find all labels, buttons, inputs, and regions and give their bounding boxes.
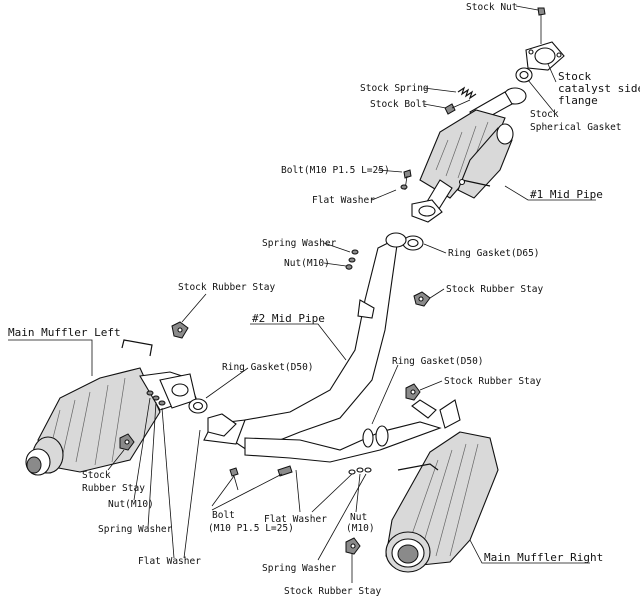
ring-gasket-d65-part [402,235,424,251]
bolt-m10-top-part [400,169,412,191]
label-stock-rubber-stay-right: Stock Rubber Stay [444,376,542,387]
label-ring-gasket-d50-right: Ring Gasket(D50) [392,356,484,367]
label-stock-rubber-stay-mid: Stock Rubber Stay [446,284,544,295]
stock-rubber-stay-mid-part [413,291,431,307]
label-mid-pipe-1: #1 Mid Pipe [530,188,603,201]
label-stock-bolt: Stock Bolt [370,99,427,110]
ring-gasket-d65-upper [411,199,443,223]
label-flat-washer-top: Flat Washer [312,195,375,206]
stock-rubber-stay-right-part [405,383,421,401]
stock-catalyst-flange [525,41,565,71]
stock-bolt-part [444,99,471,115]
label-flat-washer-left: Flat Washer [138,556,201,567]
label-spring-washer-bottom: Spring Washer [262,563,337,574]
nut-washers-left [146,390,166,406]
label-stock-rubber-stay-left-line1: Stock [82,470,111,481]
label-bolt-m10-bottom-line1: Bolt [212,510,235,521]
main-muffler-left-part [25,339,237,476]
label-nut-m10-bottom-line1: Nut [350,512,367,523]
label-ring-gasket-d65: Ring Gasket(D65) [448,248,540,259]
label-bolt-m10-top: Bolt(M10 P1.5 L=25) [281,165,390,176]
label-spring-washer-top: Spring Washer [262,238,337,249]
label-stock-nut: Stock Nut [466,2,517,13]
label-stock-catalyst-flange-line3: flange [558,94,598,107]
nut-washers-bottom [348,467,372,475]
label-nut-m10-bottom-line2: (M10) [346,523,375,534]
stock-nut-part [537,7,546,44]
label-nut-m10-left: Nut(M10) [108,499,154,510]
label-mid-pipe-2: #2 Mid Pipe [252,312,325,325]
label-nut-m10-top: Nut(M10) [284,258,330,269]
mid-pipe-2-part [203,232,442,463]
stock-rubber-stay-bottom-part [345,537,361,555]
label-stock-spherical-gasket-line2: Spherical Gasket [530,122,622,133]
stock-rubber-stay-left-part [119,433,135,451]
leader-lines [8,5,596,583]
label-stock-spring: Stock Spring [360,83,429,94]
label-stock-rubber-stay-top: Stock Rubber Stay [178,282,276,293]
spring-washer-nut-top [345,249,359,270]
label-stock-spherical-gasket-line1: Stock [530,109,559,120]
stock-spherical-gasket-part [515,67,533,83]
label-ring-gasket-d50-left: Ring Gasket(D50) [222,362,314,373]
label-stock-rubber-stay-left-line2: Rubber Stay [82,483,145,494]
labels: Stock Nut Stock catalyst side flange Sto… [8,2,640,597]
label-stock-catalyst-flange-line2: catalyst side [558,82,640,95]
label-main-muffler-right: Main Muffler Right [484,551,603,564]
label-spring-washer-left: Spring Washer [98,524,173,535]
bolt-m10-bottom-part [229,465,293,491]
main-muffler-right-part [385,399,499,573]
label-bolt-m10-bottom-line2: (M10 P1.5 L=25) [208,523,294,534]
label-stock-rubber-stay-bottom: Stock Rubber Stay [284,586,382,597]
stock-spring-part [457,86,477,100]
label-main-muffler-left: Main Muffler Left [8,326,121,339]
label-flat-washer-bottom: Flat Washer [264,514,327,525]
mid-pipe-1-part [419,87,527,213]
stock-rubber-stay-top-part [171,321,189,339]
label-stock-catalyst-flange-line1: Stock [558,70,591,83]
